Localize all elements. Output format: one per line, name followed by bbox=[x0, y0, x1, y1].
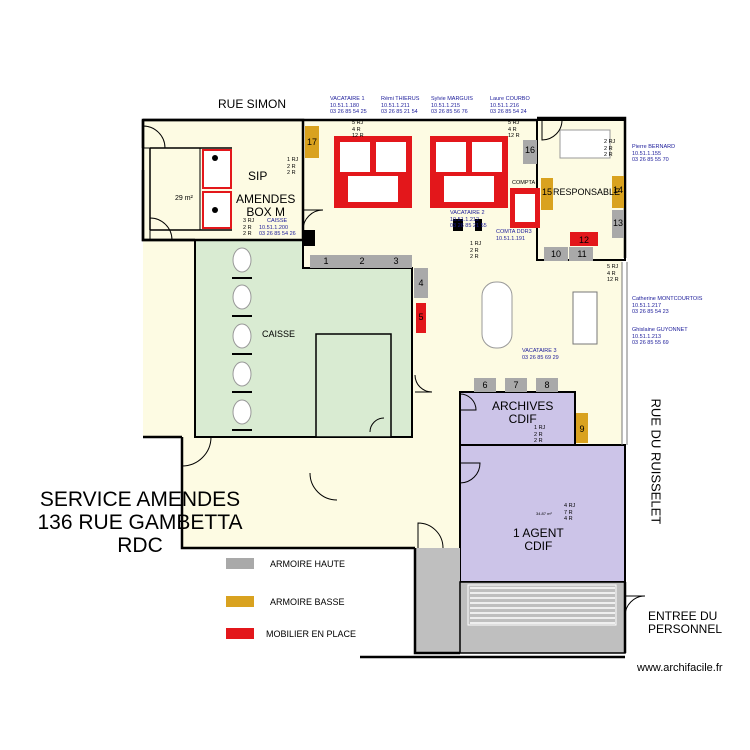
cabinet-5: 5 bbox=[418, 312, 424, 322]
agent-cdif-room bbox=[459, 444, 626, 583]
doors bbox=[142, 119, 646, 617]
cabinet-11: 11 bbox=[577, 249, 587, 259]
sip-desk-top bbox=[202, 149, 232, 189]
cabinet-13: 13 bbox=[612, 218, 623, 228]
cabinet-15: 15 bbox=[541, 187, 552, 197]
entrance-label: ENTREE DU PERSONNEL bbox=[648, 609, 723, 636]
desk-cluster-1 bbox=[334, 136, 412, 208]
low-cabinets bbox=[305, 126, 624, 443]
watermark: www.archifacile.fr bbox=[637, 662, 723, 674]
room-label-agent-cdif: 1 AGENT CDIF bbox=[513, 526, 564, 553]
street-top-label: RUE SIMON bbox=[218, 97, 287, 111]
cabinet-14: 14 bbox=[612, 185, 623, 195]
stairs-left bbox=[415, 548, 460, 653]
street-right-label: RUE DU RUISSELET bbox=[648, 398, 664, 525]
room-label-sip: SIP bbox=[248, 169, 268, 183]
legend-mobilier: MOBILIER EN PLACE bbox=[266, 629, 357, 639]
cashier-stations bbox=[232, 247, 252, 425]
cabinet-9: 9 bbox=[579, 424, 585, 434]
cabinet-16: 16 bbox=[524, 145, 535, 155]
stair-steps bbox=[470, 587, 615, 624]
cabinet-1: 1 bbox=[323, 256, 329, 266]
room-label-amendes: AMENDES BOX M bbox=[236, 192, 296, 219]
area-label: 29 m² bbox=[175, 195, 193, 202]
title-line-3: RDC bbox=[117, 534, 163, 557]
cabinet-17: 17 bbox=[306, 137, 317, 147]
desk-compta bbox=[510, 188, 540, 228]
caisse-inner-room bbox=[315, 333, 392, 438]
meeting-table bbox=[481, 281, 513, 349]
sip-room-walls bbox=[141, 118, 305, 242]
title-line-1: SERVICE AMENDES bbox=[39, 488, 241, 511]
cabinet-10: 10 bbox=[550, 249, 561, 259]
room-label-responsable: RESPONSABLE bbox=[553, 187, 621, 197]
cabinet-7: 7 bbox=[513, 380, 519, 390]
cabinet-12: 12 bbox=[578, 235, 589, 245]
cabinet-4: 4 bbox=[418, 278, 424, 288]
title-line-2: 136 RUE GAMBETTA bbox=[37, 511, 243, 534]
cabinet-6: 6 bbox=[482, 380, 488, 390]
room-label-caisse: CAISSE bbox=[262, 329, 296, 339]
agent-area-label: 34.87 m² bbox=[536, 511, 552, 516]
legend-armoire-haute: ARMOIRE HAUTE bbox=[270, 559, 346, 569]
room-label-compta: COMPTA bbox=[512, 180, 536, 186]
room-label-archives: ARCHIVES CDIF bbox=[492, 399, 554, 426]
cabinet-8: 8 bbox=[544, 380, 550, 390]
cashier-dividers bbox=[232, 277, 252, 431]
plan-title: SERVICE AMENDES 136 RUE GAMBETTA RDC bbox=[30, 488, 250, 557]
cabinet-2: 2 bbox=[359, 256, 365, 266]
corridor bbox=[182, 437, 460, 537]
desk-responsable bbox=[559, 129, 611, 159]
desk-cluster-2 bbox=[430, 136, 508, 208]
legend-armoire-basse: ARMOIRE BASSE bbox=[270, 597, 345, 607]
cabinet-3: 3 bbox=[393, 256, 399, 266]
high-cabinets bbox=[310, 140, 624, 392]
desk-montcourtois bbox=[572, 291, 598, 345]
